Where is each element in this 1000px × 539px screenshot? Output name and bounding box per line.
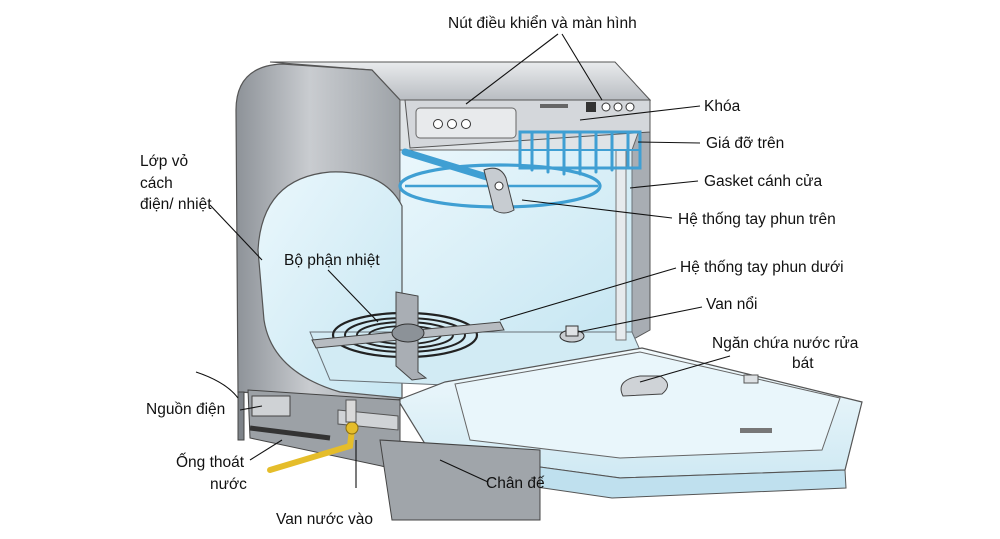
label-insulation-line1: Lớp vỏ [140,153,188,170]
label-inlet-valve: Van nước vào [276,511,373,528]
door-button [743,374,759,384]
label-float-valve: Van nổi [706,296,757,313]
label-drain-line1: Ống thoát [176,453,245,471]
door [397,347,863,499]
control-button-1[interactable] [601,102,611,112]
door-latch[interactable] [740,428,772,433]
label-heating-element: Bộ phận nhiệt [284,252,380,269]
drain-hose [267,427,355,473]
base [195,371,541,521]
label-insulation-line3: điện/ nhiệt [140,196,212,213]
label-insulation-line2: cách [140,175,173,192]
label-drain-line2: nước [210,476,247,493]
label-detergent-line1: Ngăn chứa nước rửa [712,335,859,352]
detergent-compartment [620,375,668,397]
control-panel [404,99,651,149]
label-door-gasket: Gasket cánh cửa [704,173,822,190]
control-knob-2[interactable] [447,119,457,129]
labels: Nút điều khiển và màn hình Khóa Giá đỡ t… [140,15,859,528]
control-knob-1[interactable] [433,119,443,129]
brand-plate [540,104,568,108]
leader-lines [209,33,731,488]
label-base: Chân đế [486,475,545,492]
upper-rack [518,130,642,176]
float-valve [559,325,585,343]
control-knob-3[interactable] [461,119,471,129]
label-upper-rack: Giá đỡ trên [706,135,784,152]
label-detergent-line2: bát [792,355,814,372]
power-box [251,395,291,417]
power-cord [195,371,239,399]
control-button-3[interactable] [625,102,635,112]
label-lower-spray-arm: Hệ thống tay phun dưới [680,259,844,276]
label-lock: Khóa [704,98,741,115]
control-button-2[interactable] [613,102,623,112]
label-controls: Nút điều khiển và màn hình [448,15,637,32]
display-screen [586,102,596,112]
upper-spray-arm [398,148,602,214]
lower-spray-arm [311,291,505,381]
label-power: Nguồn điện [146,401,225,418]
label-upper-spray-arm: Hệ thống tay phun trên [678,211,836,228]
